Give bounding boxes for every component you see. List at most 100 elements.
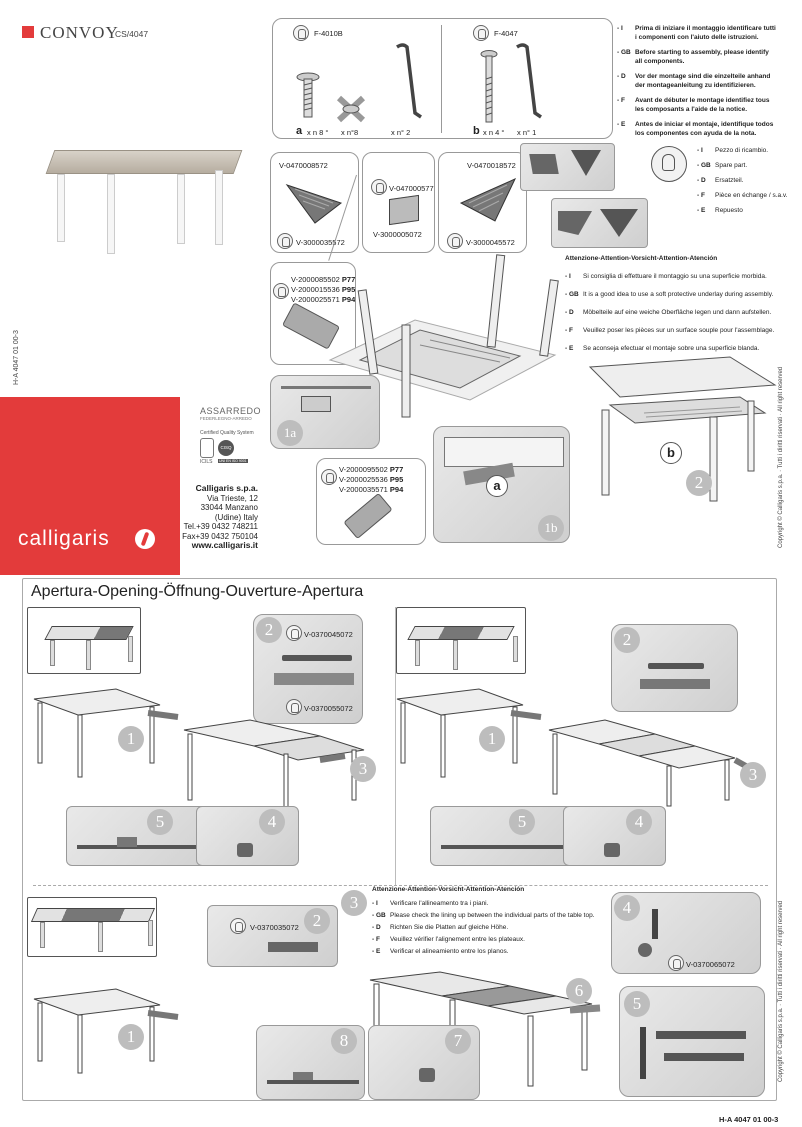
step-badge: 1a — [277, 420, 303, 446]
cert-assarredo-sub: FEDERLEGNO-ARREDO — [200, 416, 252, 421]
copyright-bottom: Copyright © Calligaris s.p.a. · Tutti i … — [778, 900, 784, 1082]
block-part — [389, 194, 419, 226]
code-label: V-2000095502 P77 — [339, 465, 404, 474]
open-b-step-2-detail: V-0370035072 2 — [207, 905, 338, 967]
hand-icon — [447, 233, 463, 249]
step-badge: 1b — [538, 515, 564, 541]
open-r-step-1-table — [396, 688, 542, 778]
hardware-a-key-qty: x n° 2 — [391, 128, 411, 137]
corner-bracket-icon — [285, 184, 343, 224]
hand-icon — [371, 179, 387, 195]
screw-pack-box: V-2000085502 P77 V-2000015536 P95 V-2000… — [270, 262, 356, 365]
screw-pack-box-2: V-2000095502 P77 V-2000025536 P95 V-2000… — [316, 458, 426, 545]
open-b-step-4-detail: 4 V-0370065072 — [611, 892, 761, 974]
code-label: V-0370045072 — [304, 630, 353, 639]
allen-key-b-icon — [516, 43, 542, 119]
bolt-a-icon — [296, 72, 320, 118]
red-logo-panel: calligaris — [0, 397, 180, 575]
ref-table-2 — [396, 607, 526, 674]
open-b-step-1-table — [33, 988, 179, 1074]
cross-icon — [336, 95, 366, 123]
code-label: V-2000035571 P94 — [339, 485, 404, 494]
step-badge: 2 — [614, 627, 640, 653]
extension-photo-left: 2 V-0370045072 V-0370055072 — [253, 614, 363, 724]
bracket-detail-2 — [551, 198, 648, 248]
open-r-step-3-table — [548, 719, 755, 807]
open-step-3-table — [183, 719, 365, 811]
company-city: 33044 Manzano — [200, 503, 258, 512]
step-badge: 2 — [256, 617, 282, 643]
step-badge: 3 — [341, 890, 367, 916]
hardware-x-qty: x n°8 — [341, 128, 359, 137]
cert-cisq: CISQ — [218, 440, 234, 456]
step-badge: 4 — [614, 895, 640, 921]
company-fax: Fax+39 0432 750104 — [182, 531, 258, 541]
hardware-b-letter: b — [473, 125, 480, 137]
hardware-a-letter: a — [296, 125, 303, 137]
company-web[interactable]: www.calligaris.it — [191, 540, 258, 550]
model-name: CONVOY — [40, 23, 119, 42]
copyright-top: Copyright © Calligaris s.p.a. · Tutti i … — [778, 366, 784, 548]
step-badge: 1 — [479, 726, 505, 752]
step-badge: 2 — [304, 908, 330, 934]
step-1a-box: 1a — [270, 375, 380, 449]
footer-code: H-A 4047 01 00-3 — [719, 1115, 779, 1124]
cert-iso: UNI EN ISO 9001 — [218, 459, 248, 463]
bolt-b-icon — [480, 50, 498, 123]
calligaris-logo-icon — [135, 529, 155, 549]
cert-logos: CISQ ICILS UNI EN ISO 9001 — [200, 438, 252, 466]
company-country: (Udine) Italy — [214, 512, 258, 522]
step-2-table — [588, 356, 777, 502]
code-label: V-0470008572 — [279, 161, 328, 170]
product-photo — [45, 140, 245, 255]
company-name: Calligaris s.p.a. — [195, 483, 258, 493]
brand-square — [22, 26, 34, 38]
hardware-a-code: F-4010B — [314, 29, 343, 38]
cert-quality: Certified Quality System — [200, 430, 254, 436]
hardware-a-qty: x n 8 ° — [307, 128, 329, 137]
step-badge: 2 — [686, 470, 712, 496]
calligaris-logo-text: calligaris — [18, 527, 110, 550]
hand-icon — [273, 283, 289, 299]
allen-key-a-icon — [396, 43, 422, 119]
open-b-step-7-detail: 7 — [368, 1025, 480, 1100]
step-badge: 5 — [509, 809, 535, 835]
code-label: V-3000005072 — [373, 230, 422, 239]
spare-box-2: V-0470005772 V-3000005072 — [362, 152, 435, 253]
company-address: Calligaris s.p.a. Via Trieste, 12 33044 … — [170, 483, 258, 551]
open-b-step-5-detail: 5 — [619, 986, 765, 1097]
hardware-b-code: F-4047 — [494, 29, 518, 38]
assembly-diagram — [328, 254, 559, 418]
step-1b-box: a 1b — [433, 426, 570, 543]
step-badge: 7 — [445, 1028, 471, 1054]
code-label: V-3000045572 — [466, 238, 515, 247]
hand-icon — [321, 469, 337, 485]
open-b-step-8-detail: 8 — [256, 1025, 365, 1100]
step-badge: 5 — [147, 809, 173, 835]
step-badge: 8 — [331, 1028, 357, 1054]
step-badge: 4 — [259, 809, 285, 835]
attention-block-2: Attenzione-Attention-Vorsicht-Attention-… — [372, 886, 612, 959]
step-badge-b: b — [660, 442, 682, 464]
code-label: V-0470005772 — [389, 184, 435, 193]
bracket-detail-1 — [520, 143, 615, 191]
code-label: V-0370035072 — [250, 923, 299, 932]
ref-table-3 — [27, 897, 157, 957]
company-street: Via Trieste, 12 — [207, 493, 258, 503]
extension-photo-right: 2 — [611, 624, 738, 712]
open-r-step-4-detail: 4 — [563, 806, 666, 866]
step-badge: 4 — [626, 809, 652, 835]
open-r-step-5-detail: 5 — [430, 806, 588, 866]
hand-icon — [668, 955, 684, 971]
